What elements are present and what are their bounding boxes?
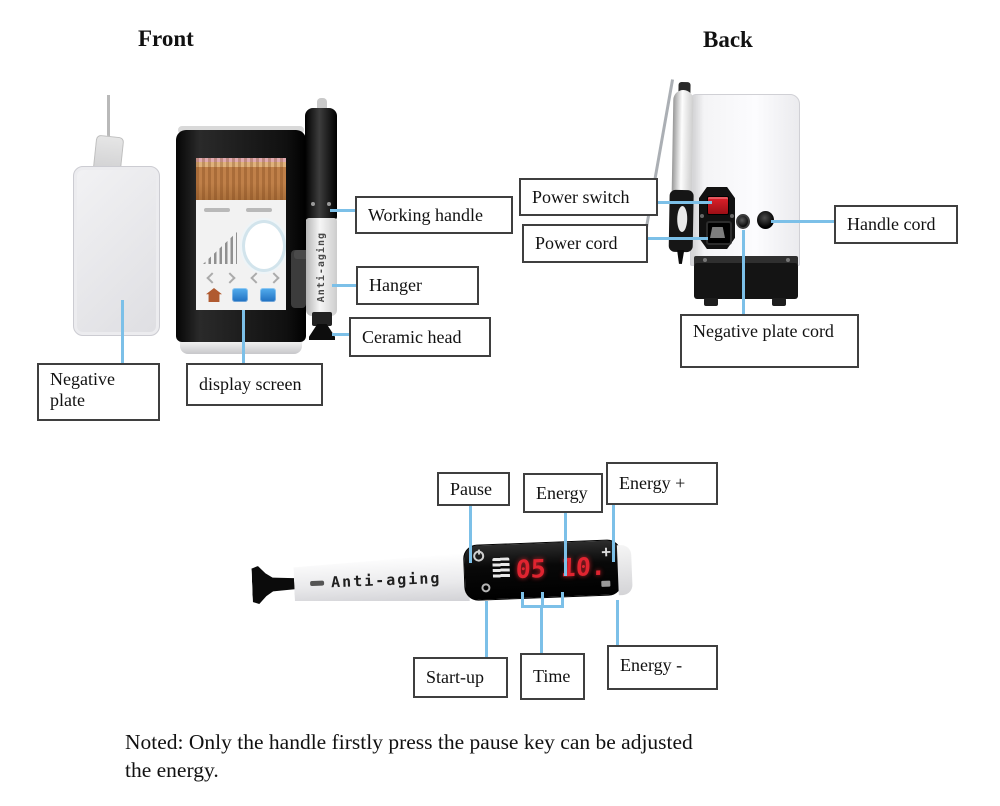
negative-plate-cord-label: Negative plate cord	[680, 314, 859, 368]
negative-plate-cord-line	[742, 230, 745, 314]
start-up-line	[485, 601, 488, 657]
start-up-key-icon	[481, 583, 491, 593]
note-text: Noted: Only the handle firstly press the…	[125, 729, 805, 785]
pause-key-icon	[472, 549, 485, 562]
screen-tab-handle	[204, 208, 230, 212]
power-tick	[477, 549, 481, 555]
screen-circle-indicator	[242, 220, 286, 272]
energy-plus-line	[612, 505, 615, 562]
handle-silver-section: Anti-aging	[306, 218, 337, 316]
power-cord-line	[648, 237, 708, 240]
front-heading: Front	[138, 26, 194, 51]
base-top-strip	[694, 256, 798, 266]
anti-aging-pen: Anti-aging 05 10. +	[251, 539, 633, 618]
handle-brand-vertical: Anti-aging	[316, 231, 327, 303]
power-switch-label: Power switch	[519, 178, 658, 216]
app-icon	[232, 288, 248, 302]
hanger-bracket	[291, 250, 306, 308]
brand-dash-icon	[310, 580, 325, 586]
negative-plate-label: Negative plate	[37, 363, 160, 421]
machine-screen	[196, 158, 286, 310]
pause-line	[469, 506, 472, 563]
energy-minus-key-icon	[601, 580, 611, 587]
energy-minus-line	[616, 600, 619, 645]
power-switch-line	[658, 201, 712, 204]
foot	[704, 298, 718, 306]
working-handle-line	[330, 209, 355, 212]
screw-icon	[703, 258, 707, 262]
hanger-label: Hanger	[356, 266, 479, 305]
ceramic-head-label: Ceramic head	[349, 317, 491, 357]
handle-white-body	[671, 89, 694, 201]
front-working-handle: Anti-aging	[303, 98, 341, 342]
pen-end-cap	[616, 544, 633, 596]
working-handle-label: Working handle	[355, 196, 513, 234]
foot	[772, 298, 786, 306]
screen-arrow-icon	[224, 272, 236, 284]
note-line-1: Noted: Only the handle firstly press the…	[125, 730, 693, 754]
negative-plate-cord-socket	[736, 214, 750, 229]
time-tick-line	[541, 592, 544, 608]
screen-tab-treatment	[246, 208, 272, 212]
hanger-line	[332, 284, 356, 287]
screw-icon	[730, 214, 734, 218]
back-heading: Back	[703, 27, 753, 52]
handle-dot	[327, 202, 331, 206]
handle-black-section	[305, 108, 337, 220]
ceramic-head-front	[309, 324, 335, 340]
start-up-label: Start-up	[413, 657, 508, 698]
screw-icon	[786, 258, 790, 262]
led-display: 05 10.	[515, 551, 607, 585]
note-line-2: the energy.	[125, 757, 219, 782]
display-screen-label: display screen	[186, 363, 323, 406]
pen-ceramic-tip	[251, 565, 298, 605]
time-line	[540, 605, 543, 653]
energy-minus-label: Energy -	[607, 645, 718, 690]
handle-cord-socket	[757, 211, 774, 229]
negative-plate-pad	[73, 166, 160, 336]
time-tick-line	[561, 592, 564, 608]
handle-cord-label: Handle cord	[834, 205, 958, 244]
negative-plate-line	[121, 300, 124, 363]
negative-plate-wire	[107, 95, 110, 143]
screen-arrow-icon	[206, 272, 218, 284]
handle-dot	[311, 202, 315, 206]
app-icon	[260, 288, 276, 302]
handle-collar	[312, 312, 332, 326]
pause-label: Pause	[437, 472, 510, 506]
time-tick-line	[521, 592, 524, 608]
energy-line	[564, 513, 567, 576]
energy-plus-key-icon: +	[600, 542, 612, 562]
handle-cord-line	[771, 220, 834, 223]
screen-arrow-icon	[268, 272, 280, 284]
power-cord-label: Power cord	[522, 224, 648, 263]
screw-icon	[700, 214, 704, 218]
handle-tip-nub	[317, 98, 327, 112]
back-unit-base	[694, 263, 798, 299]
socket-inlet-shape	[710, 227, 725, 238]
battery-bars-icon	[492, 557, 511, 580]
skin-image	[196, 158, 286, 200]
display-screen-line	[242, 310, 245, 363]
time-label: Time	[520, 653, 585, 700]
screen-arrow-icon	[250, 272, 262, 284]
power-switch-rocker	[707, 196, 729, 215]
intensity-bars-icon	[203, 232, 237, 264]
energy-label: Energy	[523, 473, 603, 513]
ceramic-head-line	[332, 333, 349, 336]
energy-plus-label: Energy +	[606, 462, 718, 505]
home-icon	[206, 288, 222, 302]
machine-base	[180, 342, 302, 354]
